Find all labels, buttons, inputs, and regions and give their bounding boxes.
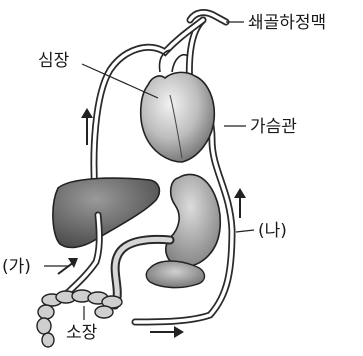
label-small-intestine: 소장 (66, 323, 98, 343)
stomach (166, 175, 220, 267)
label-a: (가) (2, 257, 31, 277)
label-heart: 심장 (38, 51, 70, 71)
label-thoracic-duct: 가슴관 (250, 117, 297, 137)
leader-heart (82, 64, 158, 98)
label-subclavian-vein: 쇄골하정맥 (248, 13, 326, 33)
heart (141, 50, 215, 162)
label-b: (나) (258, 221, 287, 241)
leader-label-b (236, 230, 254, 232)
flow-arrow-bottom-right (150, 326, 184, 338)
flow-arrow-right-up (234, 188, 246, 218)
